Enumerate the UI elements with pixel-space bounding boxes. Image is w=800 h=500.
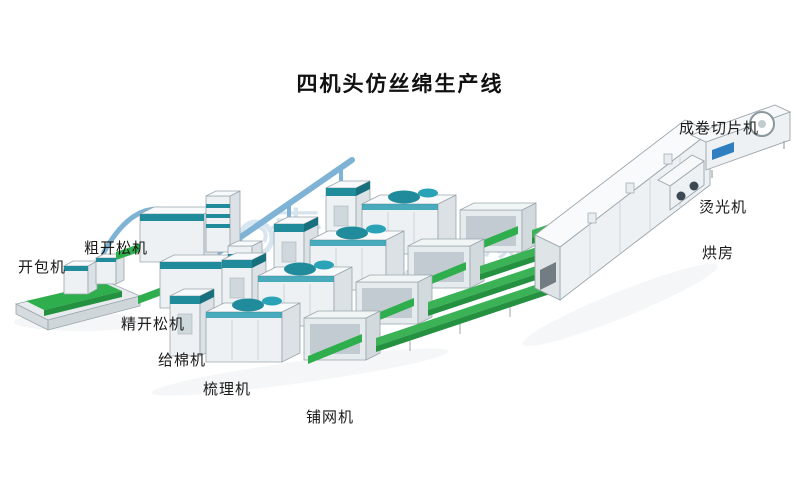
glazing-roller <box>676 191 686 201</box>
oven-inlet-opening <box>540 262 556 290</box>
label-carding: 梳理机 <box>203 381 252 398</box>
machine-bale-opener <box>14 253 142 331</box>
machine-roll-slicer <box>689 104 792 178</box>
bale-opener-belt <box>26 283 122 310</box>
oven-vent-stack <box>625 182 635 194</box>
label-lapper: 铺网机 <box>306 409 355 426</box>
oven-vent-stack <box>663 153 673 165</box>
coarse-opener-tower <box>205 190 241 253</box>
machine-coarse-opener <box>116 190 241 263</box>
bale-opener-cabinet <box>62 253 125 295</box>
slicer-control-panel <box>712 142 734 160</box>
label-cotton-feeder: 给棉机 <box>158 352 207 369</box>
label-glazing: 烫光机 <box>699 199 748 216</box>
label-bale-opener: 开包机 <box>18 259 67 276</box>
oven-vent-stack <box>587 212 597 224</box>
label-coarse-opener: 粗开松机 <box>84 240 149 257</box>
page-title: 四机头仿丝绵生产线 <box>296 73 504 96</box>
conveyor-belt-1 <box>376 278 556 352</box>
glazing-roller <box>689 181 699 191</box>
machine-glazing <box>657 154 705 211</box>
label-drying-room: 烘房 <box>702 245 735 262</box>
label-roll-slicer: 成卷切片机 <box>679 120 760 137</box>
label-fine-opener: 精开松机 <box>121 316 186 333</box>
